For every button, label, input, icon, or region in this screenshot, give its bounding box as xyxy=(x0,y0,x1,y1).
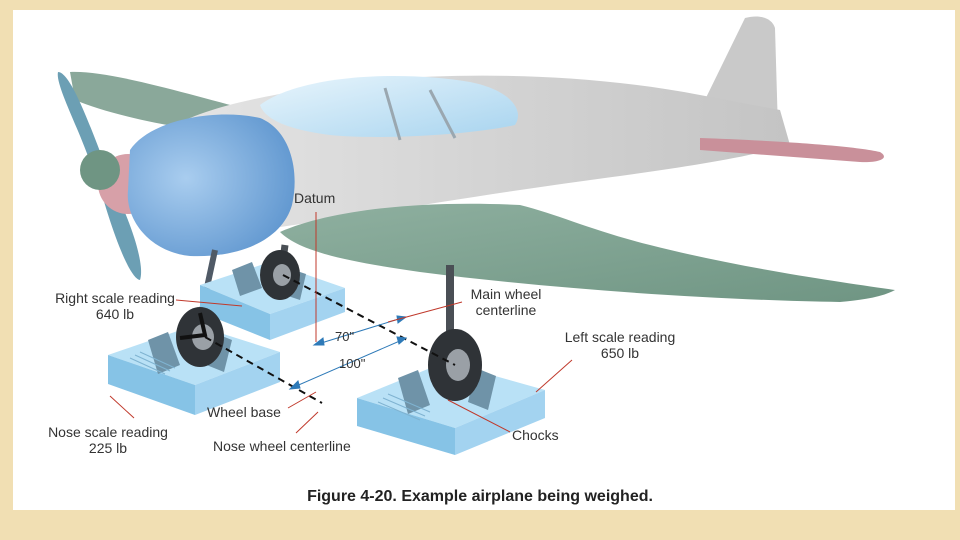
right-scale-label-title: Right scale reading xyxy=(55,290,175,306)
canopy-frame xyxy=(428,89,457,139)
nose-scale-reading-label: Nose scale reading 225 lb xyxy=(40,424,176,456)
nose-scale-label-title: Nose scale reading xyxy=(48,424,168,440)
nose-wheel-centerline-label: Nose wheel centerline xyxy=(213,438,351,454)
main-wheel-centerline-label: Main wheel centerline xyxy=(458,286,554,318)
propeller-blade xyxy=(57,72,104,168)
main-wheel-label-line1: Main wheel xyxy=(470,286,542,302)
dimension-70 xyxy=(312,315,408,346)
chocks-label: Chocks xyxy=(512,427,559,443)
right-scale-reading-label: Right scale reading 640 lb xyxy=(44,290,186,322)
nose-scale-label-value: 225 lb xyxy=(88,440,128,456)
left-scale-reading-label: Left scale reading 650 lb xyxy=(556,329,684,361)
leader-lines xyxy=(109,299,573,434)
left-scale-label-title: Left scale reading xyxy=(564,329,676,345)
near-wing xyxy=(280,203,895,302)
canopy-frame xyxy=(383,87,402,141)
engine-cowling xyxy=(127,114,295,257)
wheel-base-label: Wheel base xyxy=(207,404,281,420)
dimension-100-label: 100" xyxy=(339,356,366,371)
main-wheel-centerline xyxy=(282,274,456,366)
nose-wheel-centerline xyxy=(204,336,323,404)
right-main-wheel xyxy=(260,250,300,300)
datum-label: Datum xyxy=(294,190,336,206)
nose-wheel xyxy=(176,307,224,367)
propeller-hub xyxy=(80,150,120,190)
horizontal-stabilizer xyxy=(700,138,884,163)
right-scale-label-value: 640 lb xyxy=(95,306,135,322)
dimension-100 xyxy=(288,336,408,390)
main-wheel-label-line2: centerline xyxy=(475,302,537,318)
left-scale-label-value: 650 lb xyxy=(600,345,640,361)
figure-caption: Figure 4-20. Example airplane being weig… xyxy=(307,488,653,505)
dimension-70-label: 70" xyxy=(335,329,355,344)
